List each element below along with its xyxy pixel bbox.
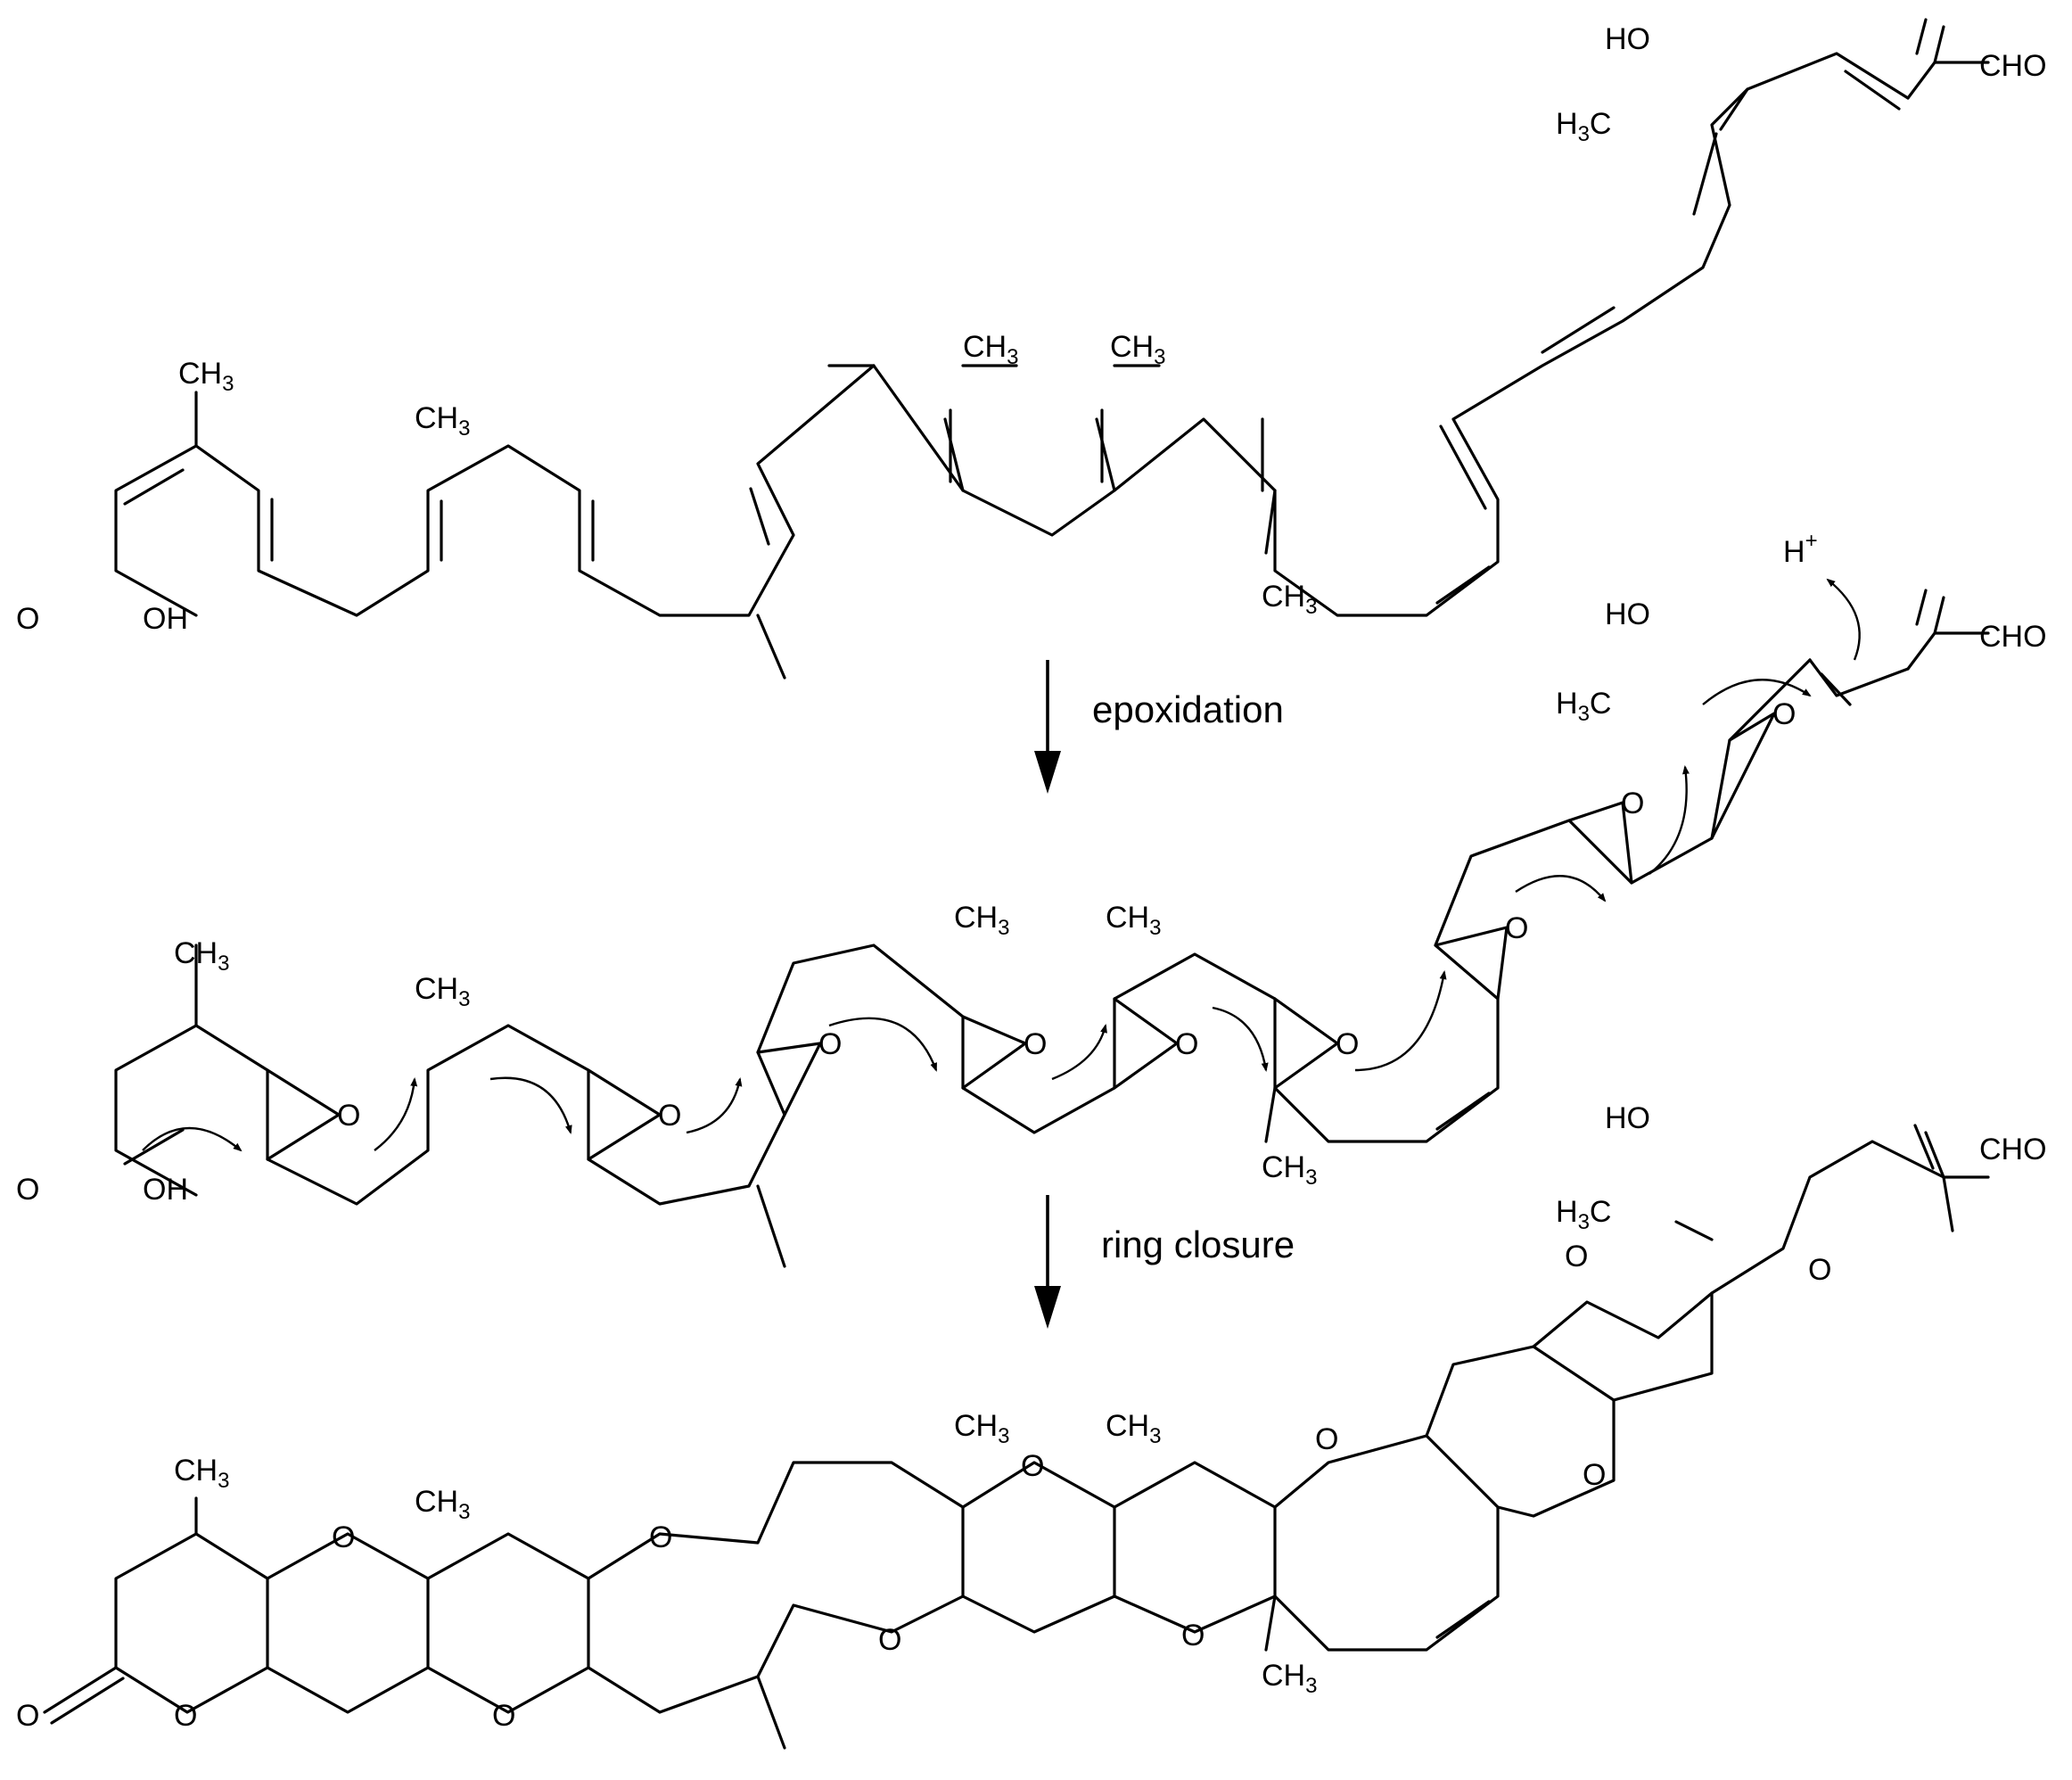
atom-label-epoxide-o: O: [818, 1027, 842, 1061]
atom-label-ring-o: O: [1181, 1619, 1205, 1652]
atom-label-epoxide-o: O: [1505, 911, 1528, 945]
atom-label-hydroxyl: HO: [1605, 22, 1650, 56]
precursor-labels: CH3 CH3 CH3 CH3 CH3 H3C HO CHO O OH: [16, 22, 2047, 636]
atom-label-ring-o: O: [332, 1520, 355, 1554]
atom-label-ring-o: O: [1583, 1458, 1606, 1492]
atom-label-methyl: CH3: [174, 936, 229, 976]
atom-label-aldehyde: CHO: [1979, 1133, 2047, 1166]
atom-label-epoxide-o: O: [337, 1099, 360, 1133]
step-label-epoxidation: epoxidation: [1092, 688, 1284, 730]
atom-label-methyl: CH3: [415, 401, 470, 441]
atom-label-ring-o: O: [1315, 1422, 1338, 1456]
atom-label-methyl: CH3: [954, 1409, 1009, 1448]
atom-label-ring-o: O: [649, 1520, 672, 1554]
atom-label-methyl: CH3: [178, 357, 234, 396]
atom-label-methyl: CH3: [1110, 330, 1165, 369]
atom-label-methyl: CH3: [1106, 901, 1161, 940]
atom-label-proton: H+: [1783, 529, 1818, 569]
atom-label-epoxide-o: O: [1024, 1027, 1047, 1061]
atom-label-methyl: CH3: [174, 1454, 229, 1493]
atom-label-acid-o: O: [16, 602, 39, 636]
step-arrow-ring-closure: ring closure: [1034, 1195, 1295, 1329]
atom-label-aldehyde: CHO: [1979, 620, 2047, 654]
atom-label-hydroxyl: HO: [1605, 597, 1650, 631]
step-arrow-epoxidation: epoxidation: [1034, 660, 1284, 794]
curly-arrows: [142, 578, 1861, 1152]
atom-label-methyl: H3C: [1556, 1195, 1611, 1234]
atom-label-acid-o: O: [16, 1173, 39, 1207]
atom-label-ring-o: O: [1808, 1253, 1831, 1287]
atom-label-epoxide-o: O: [1175, 1027, 1198, 1061]
atom-label-epoxide-o: O: [1621, 787, 1644, 820]
polyene-precursor: [114, 18, 1990, 680]
atom-label-epoxide-o: O: [1772, 697, 1796, 731]
product-labels: CH3 CH3 CH3 CH3 CH3 H3C HO CHO O O O O O…: [16, 1101, 2047, 1733]
atom-label-ring-o: O: [1021, 1449, 1044, 1483]
intermediate-labels: CH3 CH3 CH3 CH3 CH3 H3C HO CHO H+ O OH O…: [16, 529, 2047, 1207]
atom-label-methyl: CH3: [963, 330, 1018, 369]
atom-label-methyl: CH3: [415, 972, 470, 1011]
ladder-polyether-product: [43, 1124, 1990, 1750]
atom-label-methyl: CH3: [1262, 580, 1317, 619]
atom-label-acid-oh: OH: [143, 1173, 188, 1207]
atom-label-methyl: CH3: [415, 1485, 470, 1524]
atom-label-methyl: CH3: [1262, 1150, 1317, 1190]
atom-label-methyl: H3C: [1556, 107, 1611, 146]
step-label-ring-closure: ring closure: [1101, 1224, 1295, 1265]
atom-label-methyl: CH3: [1106, 1409, 1161, 1448]
atom-label-acid-oh: OH: [143, 602, 188, 636]
atom-label-ring-o: O: [878, 1623, 901, 1657]
atom-label-ring-o: O: [174, 1699, 197, 1733]
atom-label-aldehyde: CHO: [1979, 49, 2047, 83]
atom-label-methyl: CH3: [954, 901, 1009, 940]
atom-label-ring-o: O: [492, 1699, 515, 1733]
atom-label-hydroxyl: HO: [1605, 1101, 1650, 1135]
atom-label-epoxide-o: O: [1336, 1027, 1359, 1061]
atom-label-ring-o: O: [1565, 1240, 1588, 1273]
atom-label-methyl: CH3: [1262, 1659, 1317, 1698]
polyepoxide-intermediate: [114, 589, 1990, 1268]
atom-label-carbonyl-o: O: [16, 1699, 39, 1733]
atom-label-epoxide-o: O: [658, 1099, 681, 1133]
atom-label-methyl: H3C: [1556, 687, 1611, 726]
